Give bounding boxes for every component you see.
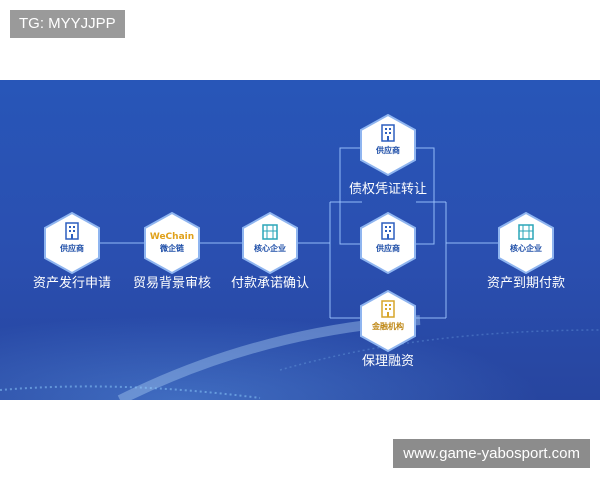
step-issue: 资产发行申请	[32, 276, 111, 291]
website-watermark: www.game-yabosport.com	[393, 439, 590, 468]
building-icon	[65, 222, 79, 240]
flow-diagram-banner: 供应商 资产发行申请 WeChain 微企链 贸易背景审核 核心企业 付款承诺确…	[0, 80, 600, 400]
node-label: 供应商	[60, 244, 84, 253]
wechain-logo: WeChain	[149, 232, 195, 242]
step-confirm: 付款承诺确认	[230, 276, 309, 291]
telegram-tag: TG: MYYJJPP	[10, 10, 125, 38]
node-label: 微企链	[160, 244, 184, 253]
wechain-node: WeChain 微企链	[142, 212, 202, 274]
office-icon	[262, 224, 278, 240]
step-transfer: 债权凭证转让	[348, 182, 427, 197]
core-enterprise-node-right: 核心企业	[496, 212, 556, 274]
node-label: 核心企业	[510, 244, 542, 253]
step-payment: 资产到期付款	[486, 276, 565, 291]
office-icon	[518, 224, 534, 240]
node-label: 金融机构	[372, 322, 404, 331]
bank-icon	[381, 300, 395, 318]
building-icon	[381, 124, 395, 142]
building-icon	[381, 222, 395, 240]
supplier-node-middle: 供应商	[358, 212, 418, 274]
node-label: 供应商	[376, 244, 400, 253]
supplier-node: 供应商	[42, 212, 102, 274]
node-label: 核心企业	[254, 244, 286, 253]
node-label: 供应商	[376, 146, 400, 155]
core-enterprise-node: 核心企业	[240, 212, 300, 274]
step-factoring: 保理融资	[361, 354, 414, 369]
financial-institution-node: 金融机构	[358, 290, 418, 352]
supplier-node-top: 供应商	[358, 114, 418, 176]
step-trade: 贸易背景审核	[132, 276, 211, 291]
